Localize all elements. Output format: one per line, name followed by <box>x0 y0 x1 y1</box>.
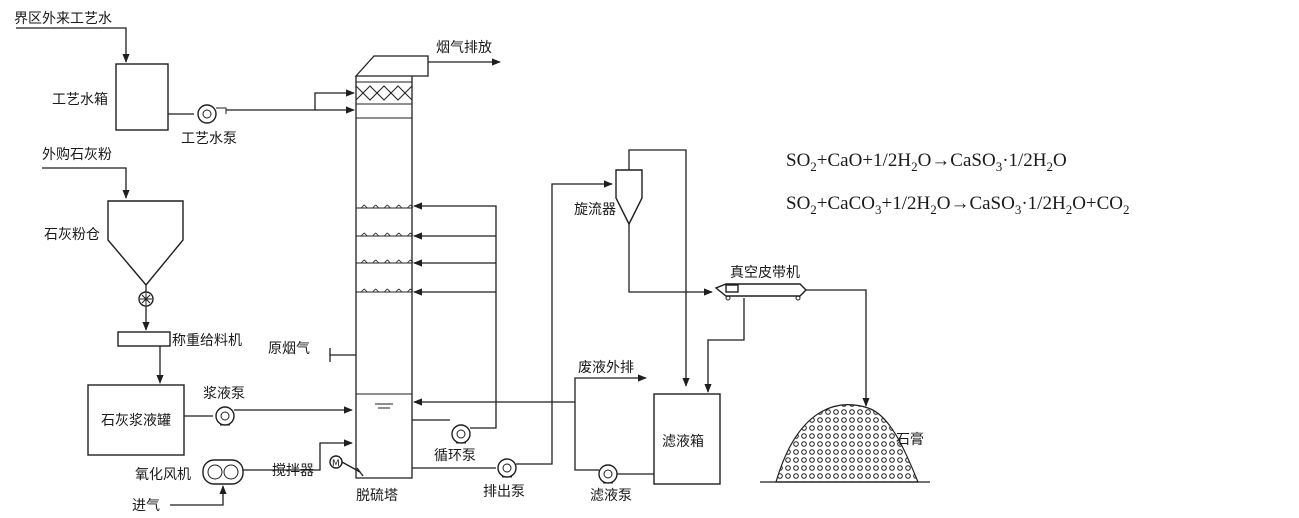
water-pump-label: 工艺水泵 <box>181 131 237 147</box>
air-to-tower-line <box>243 439 353 471</box>
waste-liquid-line <box>574 374 647 402</box>
gypsum-label: 石膏 <box>896 431 924 448</box>
slurry-pump-label: 浆液泵 <box>203 386 245 402</box>
lime-section: 外购石灰粉 石灰粉仓 称重给料机 石灰浆液罐 浆液泵 <box>42 147 353 456</box>
filtration-section: 滤液箱 滤液泵 真空皮带机 石膏 <box>552 265 930 504</box>
cyclone <box>615 169 643 226</box>
purchased-lime-label: 外购石灰粉 <box>42 147 112 163</box>
external-water-label: 界区外来工艺水 <box>14 11 112 27</box>
gypsum-pile <box>775 404 919 483</box>
weigh-feeder-label: 称重给料机 <box>172 333 242 349</box>
filtrate-tank-label: 滤液箱 <box>662 434 704 450</box>
desulf-tower: 烟气排放 ^ ^ ^ ^ ^ ^ ^ ^ ^ ^ ^ ^ ^ ^ ^ ^ ^ ^… <box>268 40 501 504</box>
circulation-section: 循环泵 <box>412 202 552 464</box>
belt-to-filtrate-line <box>704 298 745 393</box>
agitator-icon: M <box>329 455 364 477</box>
lime-silo-label: 石灰粉仓 <box>44 227 100 243</box>
water-pump <box>197 104 227 124</box>
rotary-valve-icon <box>138 291 154 307</box>
waste-liquid-label: 废液外排 <box>578 360 634 376</box>
cyclone-label: 旋流器 <box>574 202 616 218</box>
raw-flue-gas-inlet <box>329 348 356 362</box>
filtrate-tank <box>653 393 721 485</box>
process-water-section: 界区外来工艺水 工艺水箱 工艺水泵 <box>14 11 355 147</box>
filtrate-pump-label: 滤液泵 <box>590 488 632 504</box>
external-water-line <box>16 27 130 63</box>
flue-gas-out-label: 烟气排放 <box>436 40 492 56</box>
reaction-equations: SO2+CaO+1/2H2O→CaSO3·1/2H2O SO2+CaCO3+1/… <box>786 150 1130 217</box>
belt-to-gypsum-line <box>806 289 870 407</box>
discharge-pump <box>497 458 517 478</box>
slurry-tank <box>87 384 185 456</box>
svg-text:^ ^ ^ ^ ^: ^ ^ ^ ^ ^ <box>360 232 415 243</box>
svg-text:^ ^ ^ ^ ^: ^ ^ ^ ^ ^ <box>360 288 415 299</box>
vacuum-belt-filter <box>714 283 807 301</box>
filtrate-pump <box>598 464 618 484</box>
water-tank <box>115 63 169 131</box>
desulf-tower-label: 脱硫塔 <box>356 488 398 504</box>
svg-text:M: M <box>332 459 340 469</box>
cyclone-underflow-line <box>628 224 713 296</box>
discharge-to-cyclone-line <box>516 180 613 465</box>
tower-top <box>354 55 429 77</box>
discharge-pump-label: 排出泵 <box>483 484 525 500</box>
lime-silo <box>107 200 184 287</box>
discharge-section: 排出泵 旋流器 废液外排 <box>412 149 713 500</box>
water-to-tower-line <box>226 89 355 111</box>
lime-feed-line <box>42 167 130 199</box>
spray-levels: ^ ^ ^ ^ ^ ^ ^ ^ ^ ^ ^ ^ ^ ^ ^ ^ ^ ^ ^ ^ <box>356 204 415 299</box>
air-inlet-line <box>170 485 227 506</box>
slurry-pump <box>215 406 235 426</box>
demister-icon <box>355 81 413 119</box>
weigh-feeder <box>117 331 171 347</box>
equation-1: SO2+CaO+1/2H2O→CaSO3·1/2H2O <box>786 150 1067 174</box>
vacuum-belt-label: 真空皮带机 <box>730 265 800 281</box>
circulation-riser <box>413 202 497 429</box>
filtrate-pump-out-line <box>574 402 599 471</box>
air-inlet-label: 进气 <box>132 498 160 514</box>
oxidation-fan-label: 氧化风机 <box>135 467 191 483</box>
svg-text:^ ^ ^ ^ ^: ^ ^ ^ ^ ^ <box>360 259 415 270</box>
circulation-pump-label: 循环泵 <box>434 448 476 464</box>
slurry-tank-label: 石灰浆液罐 <box>101 413 171 429</box>
water-tank-label: 工艺水箱 <box>52 92 108 108</box>
oxidation-air-section: 氧化风机 进气 搅拌器 M <box>132 439 364 514</box>
equation-2: SO2+CaCO3+1/2H2O→CaSO3·1/2H2O+CO2 <box>786 193 1130 217</box>
cyclone-overflow-line <box>628 149 690 387</box>
agitator-label: 搅拌器 <box>272 463 314 479</box>
circulation-pump <box>451 424 471 444</box>
tower-shell <box>355 76 413 479</box>
raw-flue-gas-label: 原烟气 <box>268 341 310 357</box>
svg-text:^ ^ ^ ^ ^: ^ ^ ^ ^ ^ <box>360 204 415 215</box>
oxidation-fan <box>202 459 244 485</box>
liquid-level-mark <box>375 403 393 409</box>
